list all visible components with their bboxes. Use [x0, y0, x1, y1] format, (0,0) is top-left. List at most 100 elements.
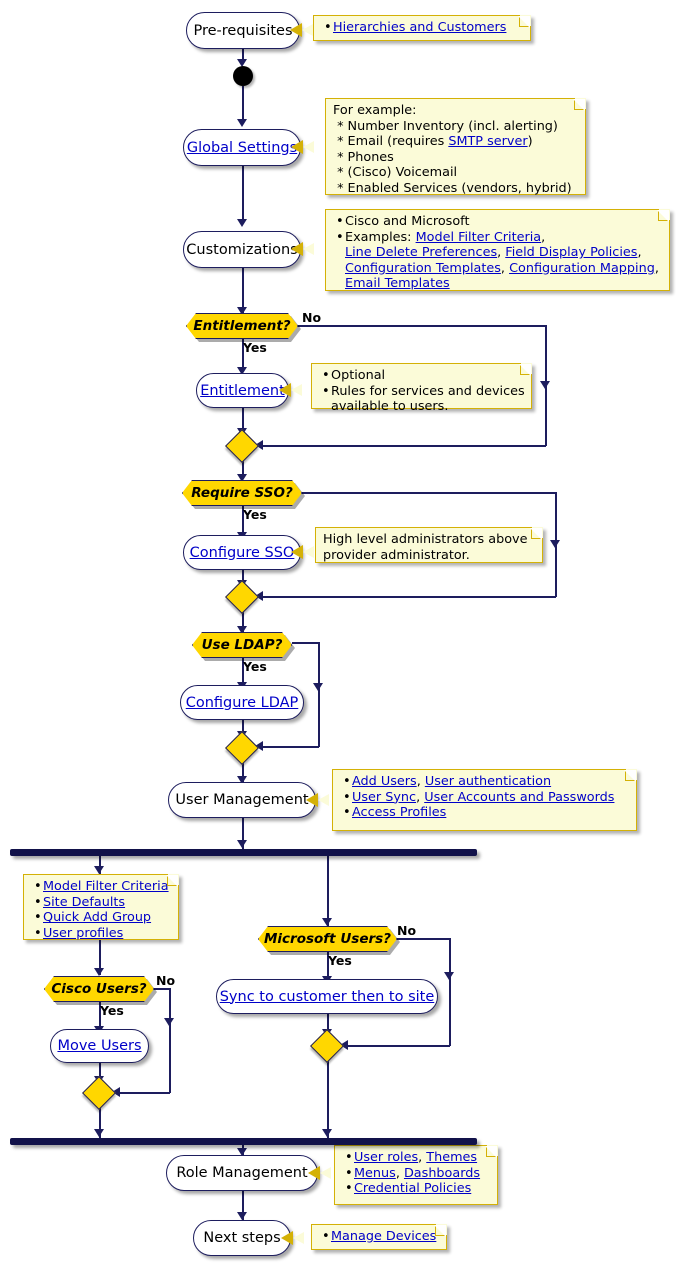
decision-use-ldap[interactable]: Use LDAP? [192, 632, 292, 658]
node-global-settings[interactable]: Global Settings [183, 129, 301, 166]
arrowhead-left [112, 1087, 120, 1097]
note-link[interactable]: Credential Policies [354, 1181, 472, 1197]
list-item: User roles, Themes [345, 1150, 490, 1166]
list-item: Add Users, User authentication [343, 774, 629, 790]
note-user-management: Add Users, User authentication User Sync… [332, 769, 637, 831]
note-link[interactable]: User Accounts and Passwords [424, 789, 615, 805]
note-link[interactable]: Configuration Mapping [509, 260, 655, 276]
note-link[interactable]: Manage Devices [331, 1229, 437, 1244]
note-pointer [280, 1231, 304, 1245]
node-user-management[interactable]: User Management [168, 782, 316, 818]
arrowhead-down [237, 367, 247, 375]
node-entitlement[interactable]: Entitlement [196, 373, 289, 408]
connector-start-globalsettings [242, 86, 244, 123]
connector-leftnote-ciscoq [99, 940, 101, 975]
note-global-settings: For example: * Number Inventory (incl. a… [325, 98, 586, 196]
note-link[interactable]: Email Templates [345, 276, 450, 292]
note-link[interactable]: Themes [426, 1150, 478, 1165]
connector-microsoft-no-v [449, 938, 451, 980]
note-line: For example: [333, 103, 417, 118]
arrowhead-down [237, 119, 247, 127]
join-bar [10, 1138, 477, 1145]
connector-ciscoq-moveusers [99, 1002, 101, 1030]
connector-ldap-no-v2 [318, 691, 320, 747]
note-pointer [290, 242, 314, 256]
node-label: Sync to customer then to site [219, 988, 435, 1005]
arrowhead-down [237, 219, 247, 227]
connector-sso-no-v2 [555, 548, 557, 597]
decision-entitlement[interactable]: Entitlement? [186, 313, 298, 339]
node-customizations[interactable]: Customizations [183, 231, 301, 268]
edge-label-microsoft-yes: Yes [328, 953, 352, 968]
note-pointer [278, 383, 302, 397]
node-next-steps[interactable]: Next steps [193, 1220, 291, 1256]
node-role-management[interactable]: Role Management [166, 1155, 318, 1191]
connector-entitlement-no-v [545, 325, 547, 390]
connector-merge-ldapq [242, 609, 244, 632]
connector-usermanagement-fork [242, 818, 244, 849]
decision-cisco-users[interactable]: Cisco Users? [44, 976, 154, 1002]
arrowhead-down [237, 307, 247, 315]
edge-label-entitlement-no: No [302, 310, 322, 325]
node-configure-ldap[interactable]: Configure LDAP [180, 685, 304, 720]
decision-body: Cisco Users? [44, 976, 154, 1002]
decision-body: Microsoft Users? [258, 926, 397, 952]
edge-label-ldap-yes: Yes [243, 659, 267, 674]
note-list: User roles, Themes Menus, Dashboards Cre… [342, 1150, 490, 1197]
note-link[interactable]: User roles [354, 1150, 419, 1165]
arrowhead-down [550, 540, 560, 548]
note-customizations: Cisco and Microsoft Examples: Model Filt… [325, 209, 670, 291]
note-link[interactable]: Model Filter Criteria [43, 879, 169, 894]
decision-label: Use LDAP? [201, 637, 283, 653]
arrowhead-down [94, 1129, 104, 1137]
arrowhead-down [164, 1018, 174, 1026]
note-link[interactable]: Access Profiles [352, 805, 447, 821]
decision-microsoft-users[interactable]: Microsoft Users? [258, 926, 397, 952]
connector-cisco-no-v [169, 988, 171, 1026]
connector-ldapq-configureldap [242, 658, 244, 686]
decision-require-sso[interactable]: Require SSO? [182, 480, 302, 506]
note-link[interactable]: User profiles [43, 925, 124, 941]
note-link[interactable]: Quick Add Group [43, 910, 152, 926]
note-link[interactable]: Hierarchies and Customers [333, 20, 507, 35]
decision-body: Require SSO? [182, 480, 302, 506]
node-move-users[interactable]: Move Users [50, 1029, 149, 1063]
list-item: User Sync, User Accounts and Passwords [343, 789, 629, 806]
list-item: User profiles [34, 925, 171, 942]
note-link[interactable]: Menus [354, 1165, 396, 1181]
note-link[interactable]: User authentication [424, 774, 552, 789]
note-line: * Number Inventory (incl. alerting) [333, 118, 558, 134]
note-list: Model Filter Criteria Site Defaults Quic… [31, 879, 171, 941]
arrowhead-down [237, 474, 247, 482]
connector-ciscomerge-join [99, 1105, 101, 1138]
note-link[interactable]: Field Display Policies [505, 245, 638, 261]
node-configure-sso[interactable]: Configure SSO [183, 535, 301, 570]
note-link[interactable]: Add Users [352, 774, 417, 789]
connector-fork-leftbranch [99, 856, 101, 875]
note-link[interactable]: Model Filter Criteria [415, 229, 542, 245]
note-line: * Email (requires SMTP server) [333, 134, 533, 150]
arrowhead-down [237, 840, 247, 848]
note-pointer [289, 23, 313, 37]
note-dogear-icon [518, 16, 530, 28]
note-link[interactable]: Line Delete Preferences [345, 245, 498, 261]
note-role-management: User roles, Themes Menus, Dashboards Cre… [334, 1145, 498, 1205]
arrowhead-left [255, 440, 263, 450]
node-pre-requisites[interactable]: Pre-requisites [186, 12, 300, 49]
note-line: * (Cisco) Voicemail [333, 165, 458, 181]
arrowhead-left [340, 1040, 348, 1050]
decision-body: Entitlement? [186, 313, 298, 339]
decision-label: Cisco Users? [51, 981, 147, 997]
node-sync-to-customer-then-to-site[interactable]: Sync to customer then to site [216, 979, 438, 1014]
connector-cisco-no-h2 [115, 1092, 170, 1094]
connector-entitlementq-entitlement [242, 339, 244, 371]
note-link[interactable]: User Sync [352, 789, 417, 805]
note-list: Manage Devices [319, 1229, 439, 1245]
note-link[interactable]: Site Defaults [43, 894, 126, 910]
note-link[interactable]: Configuration Templates [345, 260, 501, 276]
connector-sso-no-h [302, 492, 556, 494]
edge-label-sso-yes: Yes [243, 507, 267, 522]
connector-microsoftq-sync [327, 952, 329, 980]
note-link[interactable]: Dashboards [403, 1165, 481, 1181]
note-link[interactable]: SMTP server [448, 134, 528, 150]
